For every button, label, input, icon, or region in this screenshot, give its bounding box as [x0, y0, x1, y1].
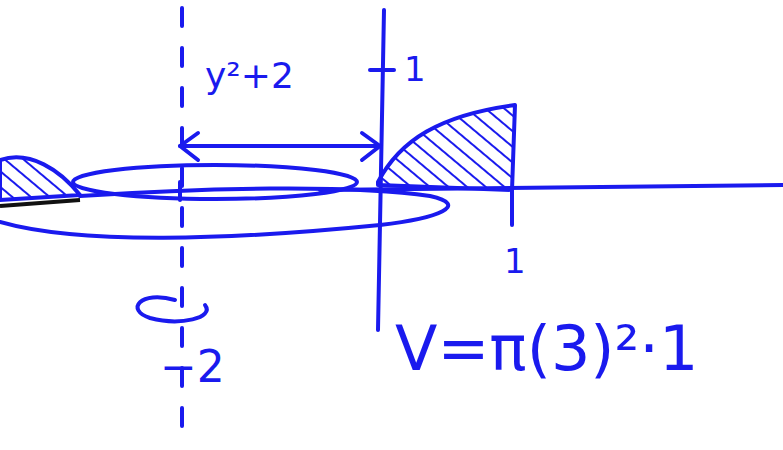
handwritten-label: −2	[160, 345, 225, 389]
handwritten-label: 1	[404, 52, 426, 86]
handwritten-label: y²+2	[205, 58, 294, 94]
volume-formula: V=π(3)²·1	[395, 318, 699, 380]
handwritten-label: 1	[504, 244, 526, 278]
